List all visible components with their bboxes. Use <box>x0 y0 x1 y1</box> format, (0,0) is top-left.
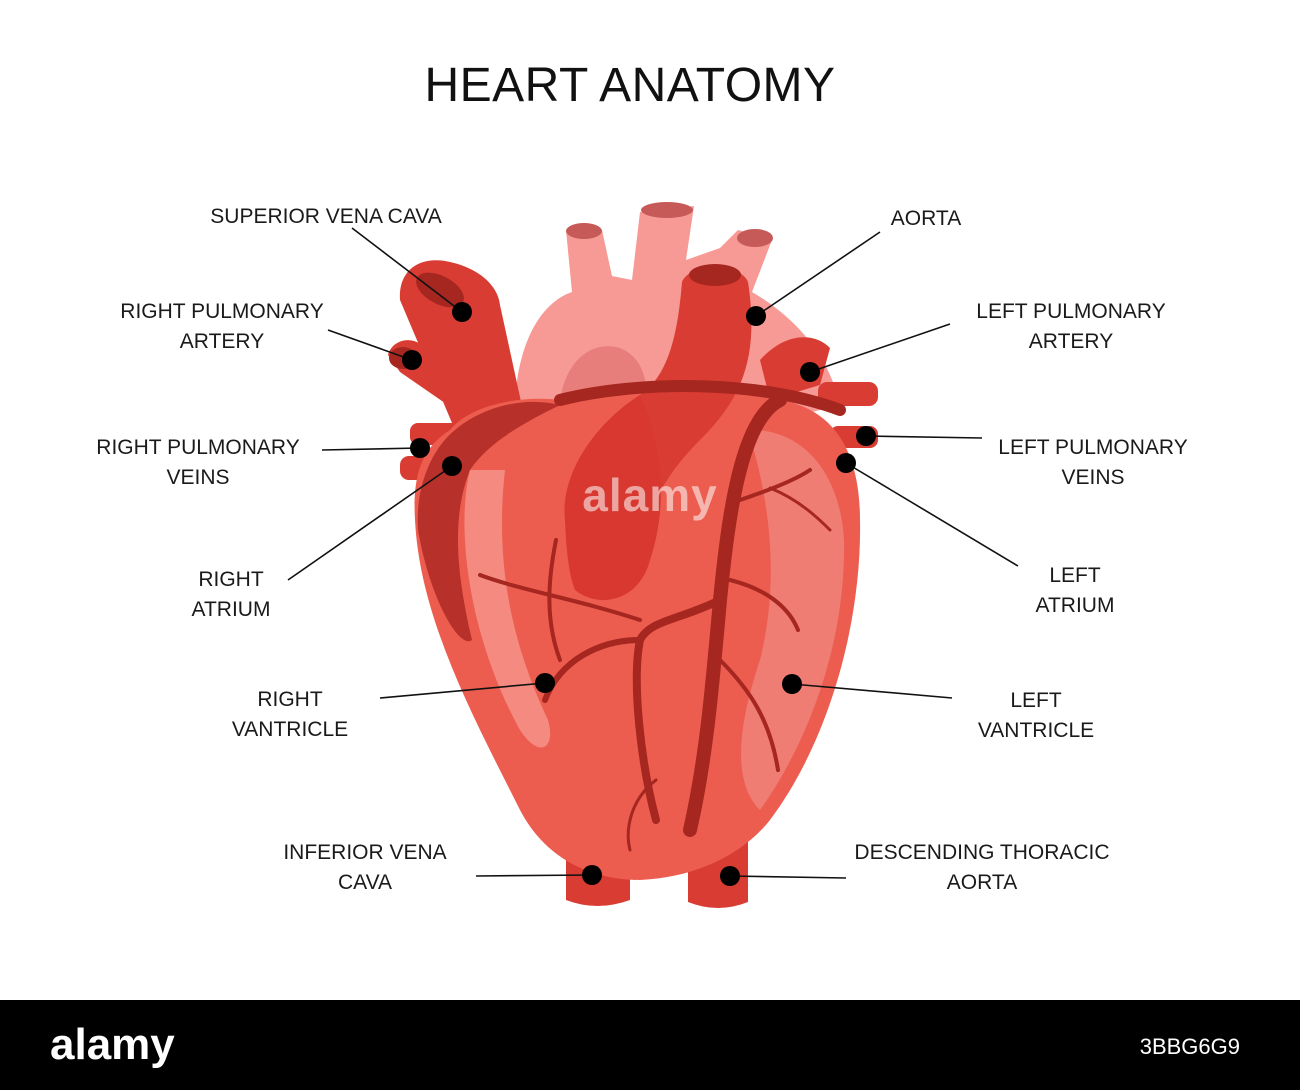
aorta-branch-opening <box>641 202 693 218</box>
leader-descending-thoracic-aorta <box>729 875 847 879</box>
left-pulmonary-vein-vessel <box>818 382 878 406</box>
leader-right-ventricle <box>379 682 546 699</box>
leader-inferior-vena-cava <box>475 874 593 877</box>
pulmonary-trunk-opening <box>689 264 741 286</box>
leader-right-atrium <box>287 465 453 581</box>
marker-right-ventricle <box>535 673 555 693</box>
label-left-pulmonary-artery: LEFT PULMONARY ARTERY <box>976 300 1166 353</box>
superior-vena-cava-vessel <box>399 260 525 430</box>
marker-superior-vena-cava <box>452 302 472 322</box>
label-descending-thoracic-aorta: DESCENDING THORACIC AORTA <box>854 841 1110 894</box>
marker-aorta <box>746 306 766 326</box>
label-aorta: AORTA <box>890 207 962 230</box>
aorta-branch-opening <box>566 223 602 239</box>
watermark-footer: alamy 3BBG6G9 <box>0 1000 1300 1090</box>
heart-illustration <box>287 202 1019 908</box>
label-inferior-vena-cava: INFERIOR VENA CAVA <box>283 841 447 894</box>
leader-right-pulmonary-veins <box>321 447 421 451</box>
watermark: alamy <box>582 469 718 521</box>
left-pulmonary-artery-vessel <box>760 337 830 400</box>
label-right-ventricle: RIGHT VANTRICLE <box>231 688 349 741</box>
leader-left-atrium <box>845 462 1019 567</box>
coronary-vessels <box>478 380 846 852</box>
conus-bulge <box>564 395 661 600</box>
leader-left-pulmonary-artery <box>809 323 951 373</box>
brand-logo: alamy <box>50 1020 175 1069</box>
label-left-pulmonary-veins: LEFT PULMONARY VEINS <box>998 436 1188 489</box>
label-right-pulmonary-veins: RIGHT PULMONARY VEINS <box>96 436 300 489</box>
marker-left-atrium <box>836 453 856 473</box>
leader-superior-vena-cava <box>351 227 463 313</box>
label-left-ventricle: LEFT VANTRICLE <box>977 689 1095 742</box>
svc-opening <box>416 272 464 308</box>
marker-left-pulmonary-artery <box>800 362 820 382</box>
marker-left-ventricle <box>782 674 802 694</box>
diagram-canvas: HEART ANATOMY <box>96 59 1188 908</box>
diagram-title: HEART ANATOMY <box>424 59 836 112</box>
label-right-atrium: RIGHT ATRIUM <box>191 568 271 621</box>
marker-right-pulmonary-veins <box>410 438 430 458</box>
marker-right-atrium <box>442 456 462 476</box>
marker-inferior-vena-cava <box>582 865 602 885</box>
aorta-branch-opening <box>737 229 773 247</box>
label-superior-vena-cava: SUPERIOR VENA CAVA <box>210 205 442 228</box>
leader-aorta <box>755 231 881 317</box>
leader-lines <box>287 227 1019 879</box>
label-right-pulmonary-artery: RIGHT PULMONARY ARTERY <box>120 300 324 353</box>
marker-right-pulmonary-artery <box>402 350 422 370</box>
right-ventricle-highlight <box>464 470 551 748</box>
label-left-atrium: LEFT ATRIUM <box>1035 564 1115 617</box>
leader-left-ventricle <box>791 683 953 699</box>
marker-dots <box>402 302 876 886</box>
leader-left-pulmonary-veins <box>865 435 983 439</box>
leader-right-pulmonary-artery <box>327 329 413 361</box>
image-id: 3BBG6G9 <box>1139 1034 1240 1059</box>
marker-left-pulmonary-veins <box>856 426 876 446</box>
marker-descending-thoracic-aorta <box>720 866 740 886</box>
